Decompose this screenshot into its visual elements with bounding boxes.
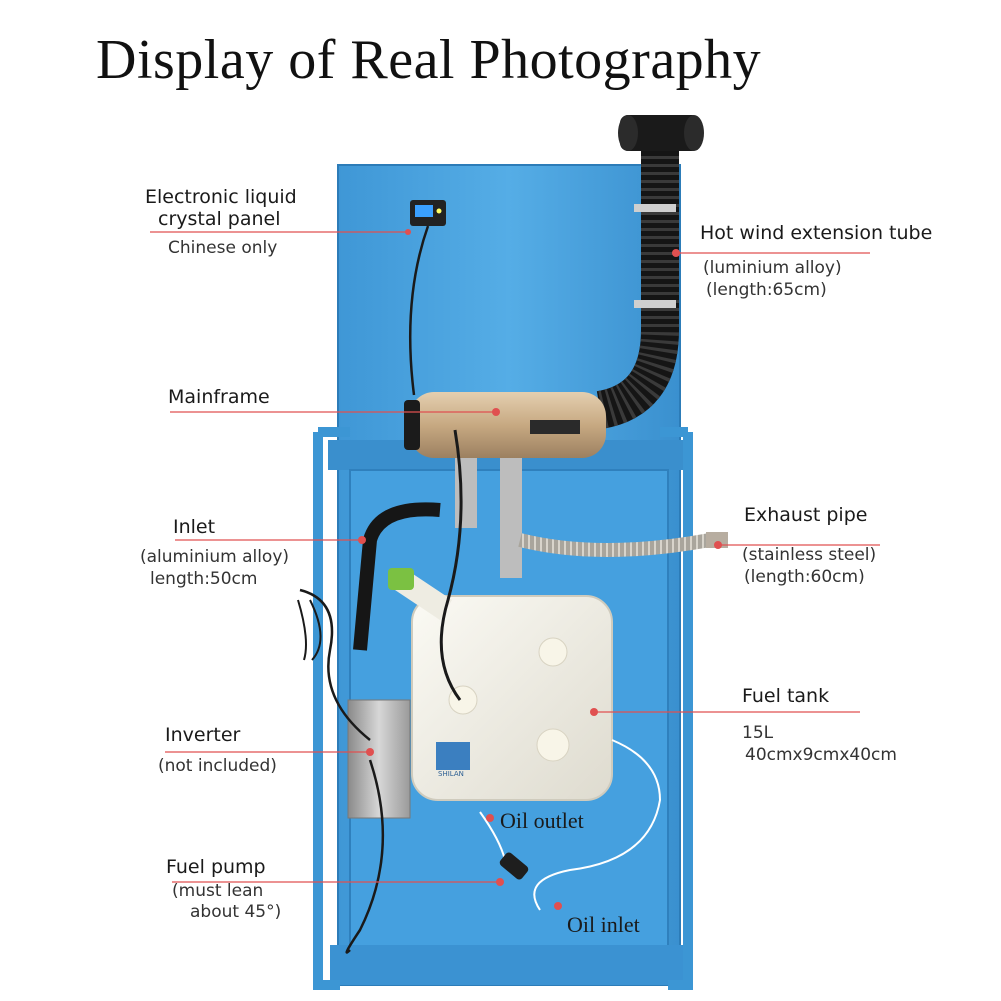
- power-cable: [299, 588, 371, 741]
- left-rail: [313, 432, 340, 990]
- label-fuel-tank-name: Fuel tank: [742, 685, 830, 707]
- label-exhaust-name: Exhaust pipe: [744, 504, 868, 526]
- label-exhaust-material: (stainless steel): [742, 545, 877, 565]
- exhaust-pipe-body: [518, 533, 712, 557]
- label-fuel-tank-size: 40cmx9cmx40cm: [745, 745, 897, 765]
- label-hot-wind-name: Hot wind extension tube: [700, 222, 933, 244]
- marker-oil-outlet: [486, 814, 494, 822]
- label-inlet-material: (aluminium alloy): [140, 547, 290, 567]
- label-fuel-pump-note1: (must lean: [172, 881, 264, 901]
- label-lcd-line1: Electronic liquid: [145, 186, 297, 208]
- green-cap: [388, 568, 414, 590]
- label-fuel-pump-name: Fuel pump: [166, 856, 266, 878]
- tank-badge-text: SHILAN: [438, 770, 464, 778]
- tray-base: [330, 945, 690, 985]
- right-rail: [668, 432, 693, 990]
- label-exhaust-length: (length:60cm): [744, 567, 865, 587]
- tube-clamp-lower: [634, 300, 676, 308]
- label-inlet-name: Inlet: [173, 516, 216, 538]
- mainframe-unit: [410, 392, 606, 458]
- tank-badge-logo: [436, 742, 470, 770]
- label-oil-inlet: Oil inlet: [567, 912, 640, 937]
- bracket-right: [500, 458, 522, 578]
- tube-clamp-upper: [634, 204, 676, 212]
- label-inverter-note: (not included): [158, 756, 277, 776]
- page-title: Display of Real Photography: [96, 29, 762, 91]
- inlet-pipe: [353, 502, 441, 651]
- fuel-pump-unit: [499, 852, 529, 880]
- label-fuel-pump-note2: about 45°): [190, 902, 282, 922]
- label-inverter-name: Inverter: [165, 724, 241, 746]
- marker-oil-inlet: [554, 902, 562, 910]
- label-oil-outlet: Oil outlet: [500, 808, 584, 833]
- label-lcd-line2: crystal panel: [158, 208, 281, 230]
- y-outlet: [620, 115, 700, 151]
- label-inlet-length: length:50cm: [150, 569, 258, 589]
- lcd-cable: [408, 225, 430, 396]
- label-fuel-tank-capacity: 15L: [742, 723, 774, 743]
- label-hot-wind-length: (length:65cm): [706, 280, 827, 300]
- label-lcd-note: Chinese only: [168, 238, 278, 258]
- label-hot-wind-material: (luminium alloy): [703, 258, 842, 278]
- label-mainframe: Mainframe: [168, 386, 270, 408]
